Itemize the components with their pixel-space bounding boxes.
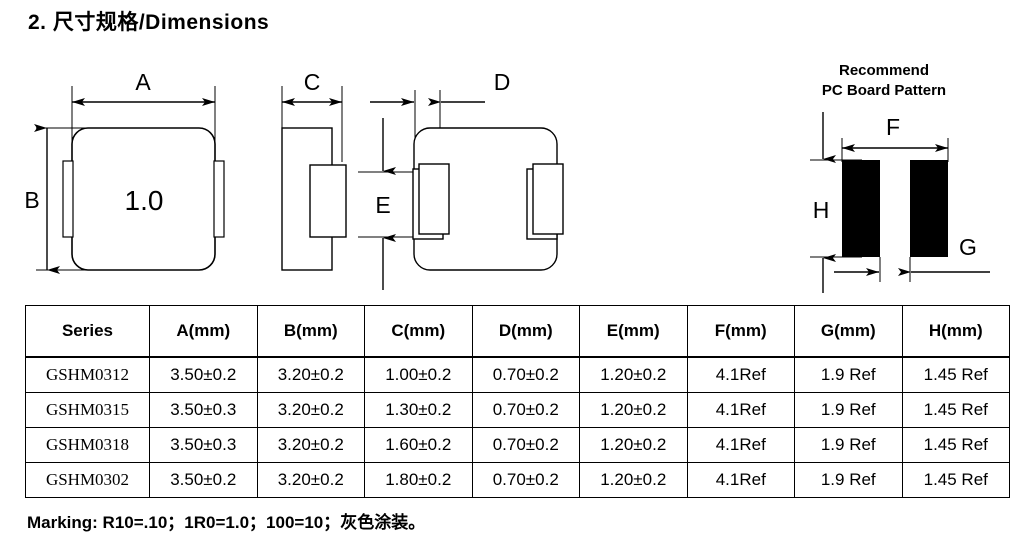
cell-series: GSHM0318: [25, 427, 150, 463]
table-row: GSHM0302 3.50±0.2 3.20±0.2 1.80±0.2 0.70…: [25, 462, 1010, 498]
cell-b: 3.20±0.2: [256, 356, 365, 393]
dimension-label-h: H: [813, 197, 830, 223]
cell-f: 4.1Ref: [686, 427, 795, 463]
table-row: GSHM0315 3.50±0.3 3.20±0.2 1.30±0.2 0.70…: [25, 392, 1010, 428]
side-view-drawing: C: [281, 69, 347, 271]
pad-left-inner-bottom-view: [418, 163, 450, 235]
page-title: 2. 尺寸规格/Dimensions: [28, 11, 270, 34]
cell-d: 0.70±0.2: [471, 356, 580, 393]
cell-e: 1.20±0.2: [579, 462, 688, 498]
cell-b: 3.20±0.2: [256, 462, 365, 498]
cell-b: 3.20±0.2: [256, 392, 365, 428]
dimension-label-e: E: [375, 192, 390, 218]
column-header-c: C(mm): [364, 305, 473, 358]
column-header-b: B(mm): [256, 305, 365, 358]
column-header-e: E(mm): [579, 305, 688, 358]
cell-a: 3.50±0.3: [149, 392, 258, 428]
dimension-label-g: G: [959, 234, 977, 260]
pcb-pattern-title-line2: PC Board Pattern: [822, 82, 946, 99]
column-header-a: A(mm): [149, 305, 258, 358]
cell-series: GSHM0315: [25, 392, 150, 428]
column-header-h: H(mm): [901, 305, 1010, 358]
cell-a: 3.50±0.2: [149, 356, 258, 393]
dimension-drawings: A B 1.0 C: [0, 50, 1028, 300]
cell-f: 4.1Ref: [686, 392, 795, 428]
cell-h: 1.45 Ref: [901, 427, 1010, 463]
terminal-left-top-view: [62, 160, 74, 238]
pad-right-inner-bottom-view: [532, 163, 564, 235]
cell-c: 1.30±0.2: [364, 392, 473, 428]
cell-f: 4.1Ref: [686, 356, 795, 393]
cell-h: 1.45 Ref: [901, 392, 1010, 428]
cell-c: 1.80±0.2: [364, 462, 473, 498]
marking-note: Marking: R10=.10；1R0=1.0；100=10；灰色涂装。: [27, 513, 426, 532]
cell-e: 1.20±0.2: [579, 392, 688, 428]
column-header-series: Series: [25, 305, 150, 358]
table-row: GSHM0318 3.50±0.3 3.20±0.2 1.60±0.2 0.70…: [25, 427, 1010, 463]
cell-c: 1.00±0.2: [364, 356, 473, 393]
pcb-pattern-drawing: Recommend PC Board Pattern H F G: [810, 62, 990, 293]
cell-h: 1.45 Ref: [901, 462, 1010, 498]
column-header-g: G(mm): [794, 305, 903, 358]
pcb-pad-left: [842, 160, 880, 257]
dimension-label-a: A: [135, 69, 151, 95]
cell-b: 3.20±0.2: [256, 427, 365, 463]
column-header-f: F(mm): [686, 305, 795, 358]
dimension-label-d: D: [494, 69, 511, 95]
column-header-d: D(mm): [471, 305, 580, 358]
cell-e: 1.20±0.2: [579, 356, 688, 393]
dimensions-table: Series A(mm) B(mm) C(mm) D(mm) E(mm) F(m…: [25, 305, 1010, 498]
cell-d: 0.70±0.2: [471, 392, 580, 428]
cell-e: 1.20±0.2: [579, 427, 688, 463]
cell-g: 1.9 Ref: [794, 392, 903, 428]
cell-a: 3.50±0.2: [149, 462, 258, 498]
top-view-drawing: A B 1.0: [24, 69, 225, 274]
bottom-view-drawing: D E: [358, 69, 564, 290]
dimension-label-c: C: [304, 69, 321, 95]
cell-c: 1.60±0.2: [364, 427, 473, 463]
table-header: Series A(mm) B(mm) C(mm) D(mm) E(mm) F(m…: [25, 305, 1010, 358]
table-header-row: Series A(mm) B(mm) C(mm) D(mm) E(mm) F(m…: [25, 305, 1010, 358]
cell-series: GSHM0312: [25, 356, 150, 393]
cell-g: 1.9 Ref: [794, 427, 903, 463]
dimension-label-b: B: [24, 187, 39, 213]
cell-series: GSHM0302: [25, 462, 150, 498]
table-body: GSHM0312 3.50±0.2 3.20±0.2 1.00±0.2 0.70…: [25, 356, 1010, 498]
terminal-right-top-view: [213, 160, 225, 238]
dimension-label-f: F: [886, 114, 900, 140]
pcb-pattern-title-line1: Recommend: [839, 62, 929, 79]
cell-h: 1.45 Ref: [901, 356, 1010, 393]
pcb-pad-right: [910, 160, 948, 257]
cell-d: 0.70±0.2: [471, 462, 580, 498]
table-row: GSHM0312 3.50±0.2 3.20±0.2 1.00±0.2 0.70…: [25, 356, 1010, 393]
drawings-svg: A B 1.0 C: [24, 62, 990, 293]
terminal-side-view: [309, 164, 347, 238]
component-marking-text: 1.0: [125, 185, 164, 216]
cell-g: 1.9 Ref: [794, 462, 903, 498]
cell-a: 3.50±0.3: [149, 427, 258, 463]
cell-g: 1.9 Ref: [794, 356, 903, 393]
cell-d: 0.70±0.2: [471, 427, 580, 463]
cell-f: 4.1Ref: [686, 462, 795, 498]
